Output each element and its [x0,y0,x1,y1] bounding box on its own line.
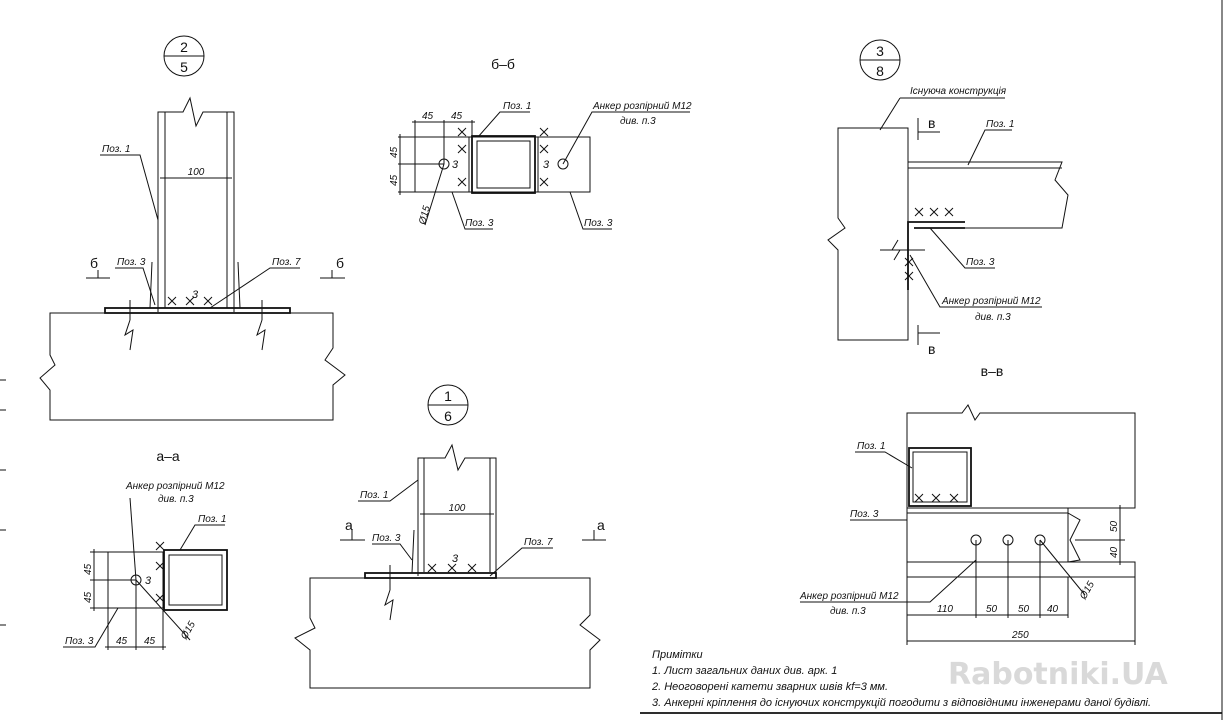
detail-2-5: 2 5 100 3 Поз. 1 Поз. 3 Поз. 7 б б [39,35,346,421]
dimension: Ø15 [417,204,433,226]
dimension: 45 [144,636,156,647]
concrete-slab [39,312,346,421]
weld-size: 3 [452,159,459,171]
pos-label: Поз. 3 [850,509,879,520]
pos-label: Поз. 7 [272,257,301,268]
marker-den: 6 [444,408,452,424]
note-item: 1. Лист загальних даних див. арк. 1 [652,665,837,677]
dimension: 45 [451,111,463,122]
section-title: б–б [491,56,515,72]
dimension: Ø15 [1078,579,1098,602]
pos-label: Поз. 3 [465,218,494,229]
dimension: 50 [1109,520,1120,532]
note-item: 3. Анкерні кріплення до існуючих констру… [652,697,1151,709]
weld-size: 3 [452,553,459,565]
marker-num: 2 [180,39,188,55]
section-mark: а [597,517,605,533]
anchor-ref: див. п.3 [975,312,1011,323]
notes-title: Примітки [652,649,703,661]
existing-label: Існуюча конструкція [910,86,1007,97]
dimension: 45 [422,111,434,122]
pos-label: Поз. 3 [372,533,401,544]
dimension: 50 [986,604,998,615]
section-title: в–в [981,363,1004,379]
weld-size: 3 [145,575,152,587]
dimension: 45 [83,563,94,575]
section-title: а–а [156,448,180,464]
anchor-ref: див. п.3 [158,494,194,505]
existing-wall [827,127,909,341]
dimension: 50 [1018,604,1030,615]
dimension: 45 [116,636,128,647]
dimension: 100 [449,503,466,514]
marker-den: 8 [876,63,884,79]
detail-1-6: 1 6 100 3 Поз. 1 Поз. 3 Поз. 7 а а [294,384,606,689]
section-mark: в [928,115,935,131]
detail-3-8: 3 8 Існуюча конструкція Поз. 1 Поз. 3 Ан… [827,39,1069,357]
pos-label: Поз. 1 [102,144,130,155]
anchor-ref: див. п.3 [830,606,866,617]
section-mark: в [928,341,935,357]
anchor-label: Анкер розпірний М12 [941,296,1041,307]
section-a-a: а–а 3 45 45 45 45 Анкер розпірний М12 ди… [63,448,228,650]
weld-size: 3 [192,289,199,301]
anchor-label: Анкер розпірний М12 [799,591,899,602]
note-item: 2. Неоговорені катети зварних швів kf=3 … [651,681,888,693]
dimension: 40 [1047,604,1059,615]
concrete-band [906,561,1136,578]
marker-num: 3 [876,43,884,59]
weld-size: 3 [543,159,550,171]
anchor-ref: див. п.3 [620,116,656,127]
section-b-b: б–б 3 3 45 45 45 45 Ø15 Поз. 1 Анкер роз… [389,56,692,230]
dimension: 45 [83,591,94,603]
pos-label: Поз. 3 [584,218,613,229]
concrete-top [906,404,1136,509]
marker-den: 5 [180,59,188,75]
notes: Примітки 1. Лист загальних даних див. ар… [651,649,1151,709]
pos-label: Поз. 1 [857,441,885,452]
dimension: 45 [389,146,400,158]
section-mark: б [336,255,344,271]
section-mark: а [345,517,353,533]
dimension: 40 [1109,546,1120,558]
pos-label: Поз. 3 [65,636,94,647]
anchor-label: Анкер розпірний М12 [592,101,692,112]
section-mark: б [90,255,98,271]
pos-label: Поз. 1 [198,514,226,525]
dimension: 110 [937,604,953,615]
pos-label: Поз. 7 [524,537,553,548]
dimension: 100 [188,167,205,178]
dimension: Ø15 [179,619,199,642]
marker-num: 1 [444,388,452,404]
dimension: 45 [389,174,400,186]
watermark: Rabotniki.UA [948,657,1168,692]
pos-label: Поз. 3 [117,257,146,268]
section-v-v: в–в 110 50 50 40 250 50 40 Ø15 Поз. 1 По… [799,363,1136,645]
pos-label: Поз. 1 [503,101,531,112]
pos-label: Поз. 1 [986,119,1014,130]
pos-label: Поз. 1 [360,490,388,501]
dimension: 250 [1011,630,1029,641]
pos-label: Поз. 3 [966,257,995,268]
anchor-label: Анкер розпірний М12 [125,481,225,492]
concrete-slab [294,577,601,689]
